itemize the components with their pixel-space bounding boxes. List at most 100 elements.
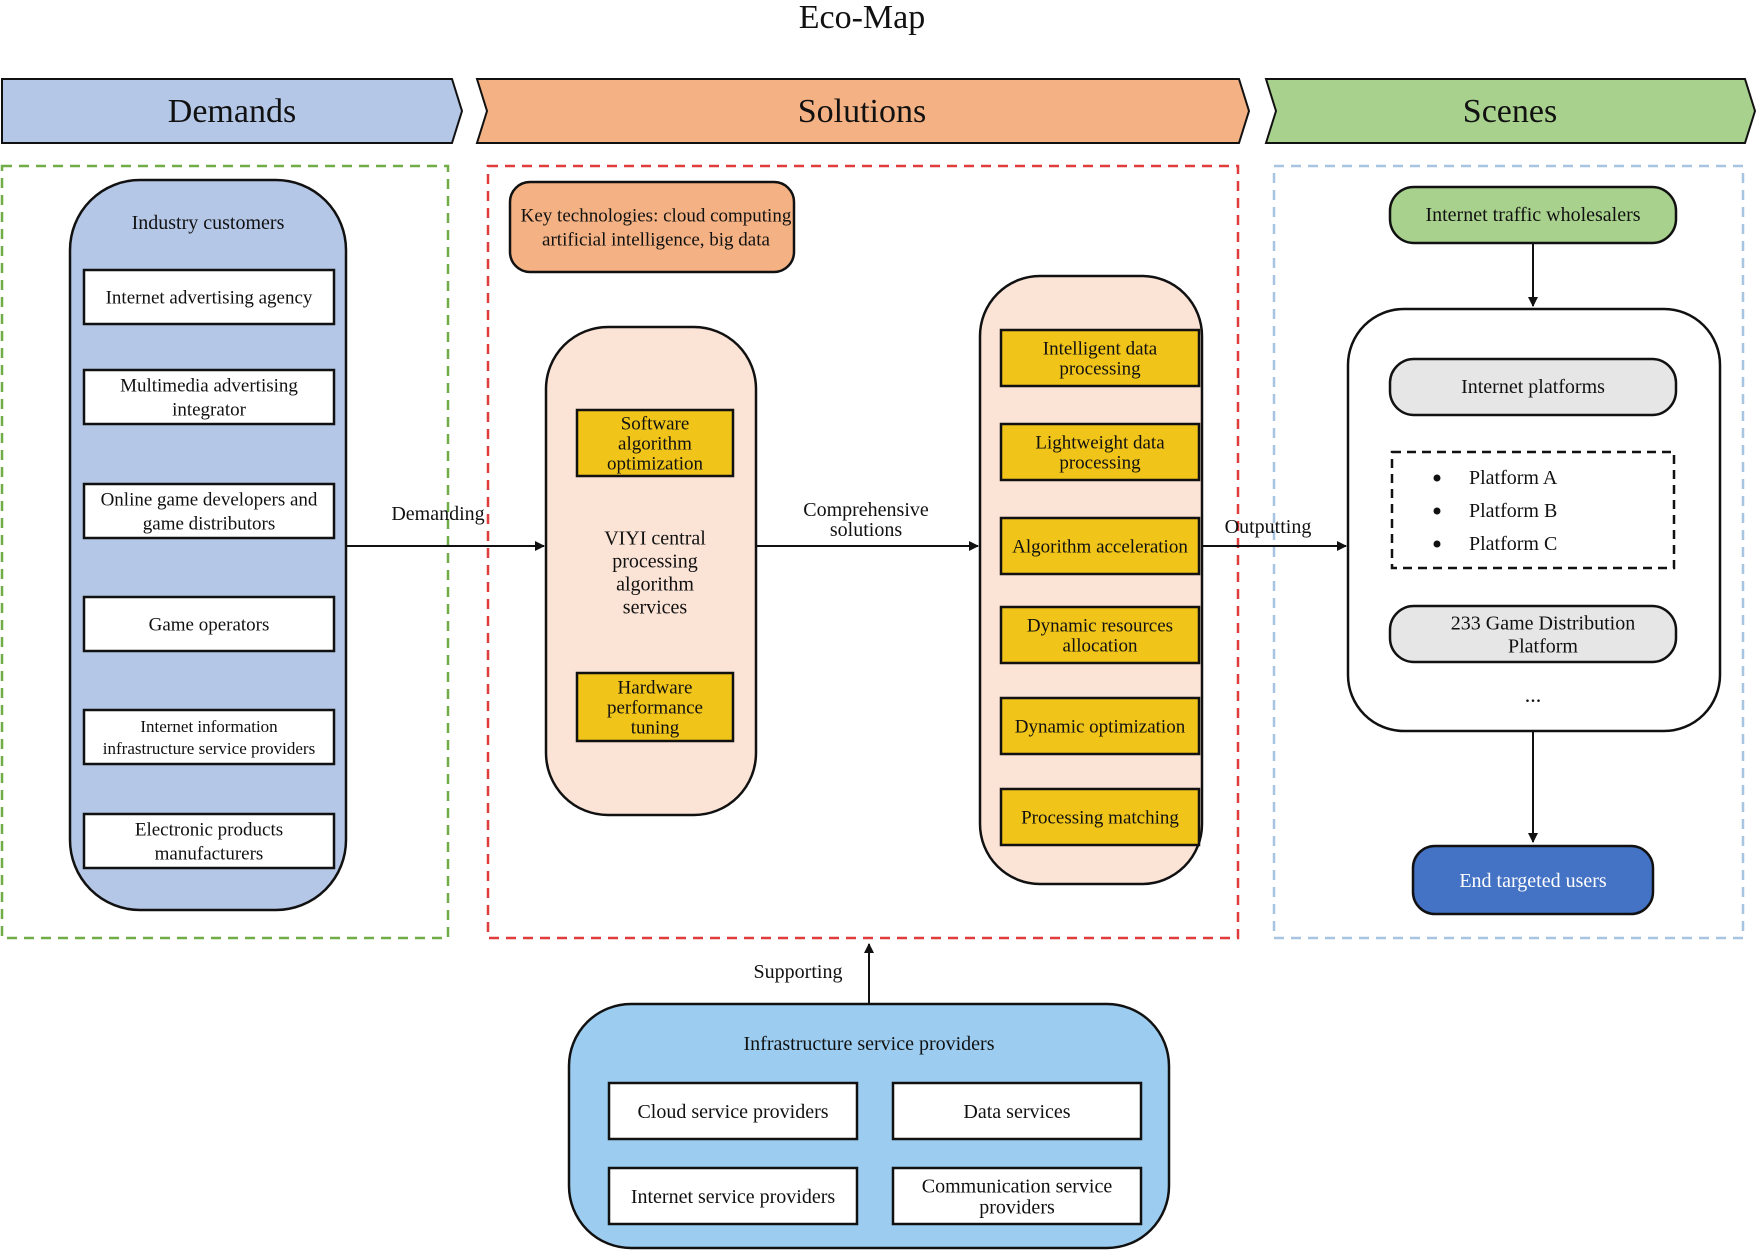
software-optimization-label: optimization xyxy=(607,454,704,475)
output-item-label: Dynamic optimization xyxy=(1015,717,1186,738)
platform-bullet-icon xyxy=(1433,540,1441,548)
internet-platforms-box xyxy=(1388,357,1678,417)
output-item-label: Algorithm acceleration xyxy=(1012,537,1188,558)
scenes-group: Internet traffic wholesalers Internet pl… xyxy=(1346,185,1722,916)
demand-item-label: Internet advertising agency xyxy=(106,288,313,309)
key-technologies-line: artificial intelligence, big data xyxy=(542,230,770,251)
demand-item-label: infrastructure service providers xyxy=(103,739,315,758)
output-item-label: processing xyxy=(1059,359,1141,380)
demands-frame xyxy=(0,164,450,940)
header-scenes-shape xyxy=(1264,78,1757,144)
output-item-label: Processing matching xyxy=(1021,808,1179,829)
platform-item: Platform A xyxy=(1469,467,1558,489)
infrastructure-item-label: Internet service providers xyxy=(631,1186,836,1208)
game-distribution-box xyxy=(1388,604,1678,664)
header-demands-label: Demands xyxy=(168,93,296,130)
central-services-label: algorithm xyxy=(616,574,694,596)
output-item-box xyxy=(999,787,1201,847)
output-item-box xyxy=(999,696,1201,756)
diagram-title: Eco-Map xyxy=(799,0,926,36)
header-scenes: Scenes xyxy=(1264,78,1757,144)
header-solutions-label: Solutions xyxy=(798,93,926,130)
internet-platforms-label: Internet platforms xyxy=(1461,376,1605,398)
platform-item: Platform C xyxy=(1469,533,1557,555)
key-technologies-box: Key technologies: cloud computing artific… xyxy=(508,180,796,274)
demand-item-box xyxy=(82,482,336,540)
output-item-box xyxy=(999,605,1201,665)
header-demands-shape xyxy=(1,78,464,144)
demand-item-label: Electronic products xyxy=(135,820,283,841)
central-services-label: VIYI central xyxy=(604,528,706,550)
outputting-label: Outputting xyxy=(1225,516,1312,538)
infrastructure-item-label: Data services xyxy=(963,1101,1070,1123)
output-item-label: processing xyxy=(1059,453,1141,474)
infrastructure-item-label: Cloud service providers xyxy=(637,1101,828,1123)
demand-item-label: Game operators xyxy=(149,615,270,636)
platform-list: Platform A Platform B Platform C xyxy=(1433,467,1558,555)
platform-bullet-icon xyxy=(1433,507,1441,515)
comprehensive-line: solutions xyxy=(830,519,902,541)
platform-item: Platform B xyxy=(1469,500,1557,522)
output-item-label: Intelligent data xyxy=(1043,339,1158,360)
demand-item-box xyxy=(82,708,336,766)
hardware-tuning-label: tuning xyxy=(631,718,680,739)
output-item-box xyxy=(999,516,1201,576)
header-scenes-label: Scenes xyxy=(1463,93,1557,130)
infrastructure-item-box xyxy=(607,1166,859,1226)
infrastructure-item-label: Communication service xyxy=(922,1176,1113,1198)
output-item-box xyxy=(999,422,1201,482)
central-services-label: services xyxy=(623,597,688,619)
infrastructure-item-box xyxy=(891,1166,1143,1226)
game-distribution-line: Platform xyxy=(1508,636,1578,658)
demand-item-label: Online game developers and xyxy=(101,490,318,511)
output-item-label: Lightweight data xyxy=(1035,433,1165,454)
demand-item-label: Multimedia advertising xyxy=(120,376,298,397)
supporting-label: Supporting xyxy=(754,961,843,983)
output-item-label: allocation xyxy=(1063,636,1138,657)
key-technologies-text: Key technologies: cloud computing artific… xyxy=(521,206,792,251)
infrastructure-title: Infrastructure service providers xyxy=(744,1033,995,1055)
central-services-label: processing xyxy=(612,551,698,573)
hardware-tuning-label: Hardware xyxy=(618,678,693,699)
platforms-ellipsis: ... xyxy=(1525,682,1542,707)
demand-item-label: manufacturers xyxy=(155,844,264,865)
software-optimization-label: algorithm xyxy=(618,434,692,455)
end-users-label: End targeted users xyxy=(1459,870,1607,892)
demand-item-label: integrator xyxy=(172,400,247,421)
platform-bullet-icon xyxy=(1433,474,1441,482)
demand-item-box xyxy=(82,268,336,326)
industry-customers-title: Industry customers xyxy=(132,212,285,234)
infrastructure-item-box xyxy=(891,1081,1143,1141)
scenes-frame xyxy=(1272,164,1745,940)
industry-customers-group: Industry customers Internet advertising … xyxy=(68,178,348,912)
infrastructure-item-label: providers xyxy=(979,1197,1055,1219)
hardware-tuning-box xyxy=(575,671,735,743)
infrastructure-items: Cloud service providers Data servicesInte… xyxy=(607,1081,1143,1226)
demand-item-label: Internet information xyxy=(140,717,278,736)
demand-item-box xyxy=(82,812,336,870)
end-users-box xyxy=(1411,844,1655,916)
software-optimization-label: Software xyxy=(621,414,690,435)
header-solutions-shape xyxy=(475,78,1251,144)
demand-item-box xyxy=(82,368,336,426)
output-item-box xyxy=(999,328,1201,388)
infrastructure-item-box xyxy=(607,1081,859,1141)
demand-item-label: game distributors xyxy=(143,514,275,535)
software-optimization-box xyxy=(575,408,735,478)
platform-list-frame xyxy=(1390,450,1676,570)
key-technologies-line: Key technologies: cloud computing xyxy=(521,206,792,227)
comprehensive-line: Comprehensive xyxy=(803,499,929,521)
hardware-tuning-label: performance xyxy=(607,698,703,719)
demanding-label: Demanding xyxy=(391,503,484,525)
solutions-frame xyxy=(486,164,1240,940)
demand-item-box xyxy=(82,595,336,653)
